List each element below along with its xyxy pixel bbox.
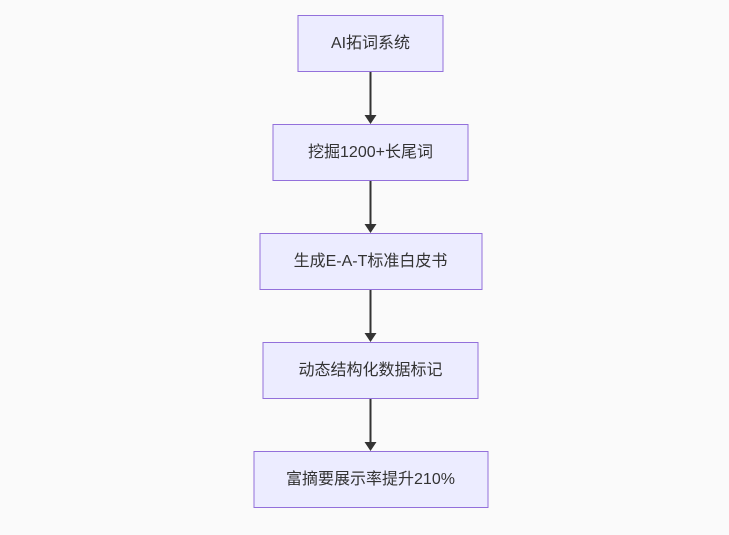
arrowhead-down-icon	[364, 224, 377, 233]
flow-node-B: 挖掘1200+长尾词	[272, 124, 469, 181]
flow-node-label: 生成E-A-T标准白皮书	[293, 252, 448, 270]
flow-node-label: 动态结构化数据标记	[298, 361, 443, 379]
arrowhead-down-icon	[364, 442, 377, 451]
flow-node-D: 动态结构化数据标记	[262, 342, 479, 399]
flow-edge	[364, 290, 378, 342]
arrowhead-down-icon	[364, 333, 377, 342]
flow-node-E: 富摘要展示率提升210%	[253, 451, 488, 508]
flow-node-label: AI拓词系统	[330, 34, 411, 52]
flow-edge	[364, 181, 378, 233]
flow-node-C: 生成E-A-T标准白皮书	[259, 233, 482, 290]
edge-line	[369, 399, 372, 442]
edge-line	[369, 72, 372, 115]
edge-line	[369, 290, 372, 333]
flow-edge	[364, 72, 378, 124]
flow-node-label: 挖掘1200+长尾词	[308, 143, 433, 161]
edge-line	[369, 181, 372, 224]
flowchart-column: AI拓词系统 挖掘1200+长尾词 生成E-A-T标准白皮书 动态结构化数据标记…	[253, 15, 488, 508]
flow-edge	[364, 399, 378, 451]
flow-node-label: 富摘要展示率提升210%	[286, 470, 455, 488]
arrowhead-down-icon	[364, 115, 377, 124]
flow-node-A: AI拓词系统	[297, 15, 444, 72]
